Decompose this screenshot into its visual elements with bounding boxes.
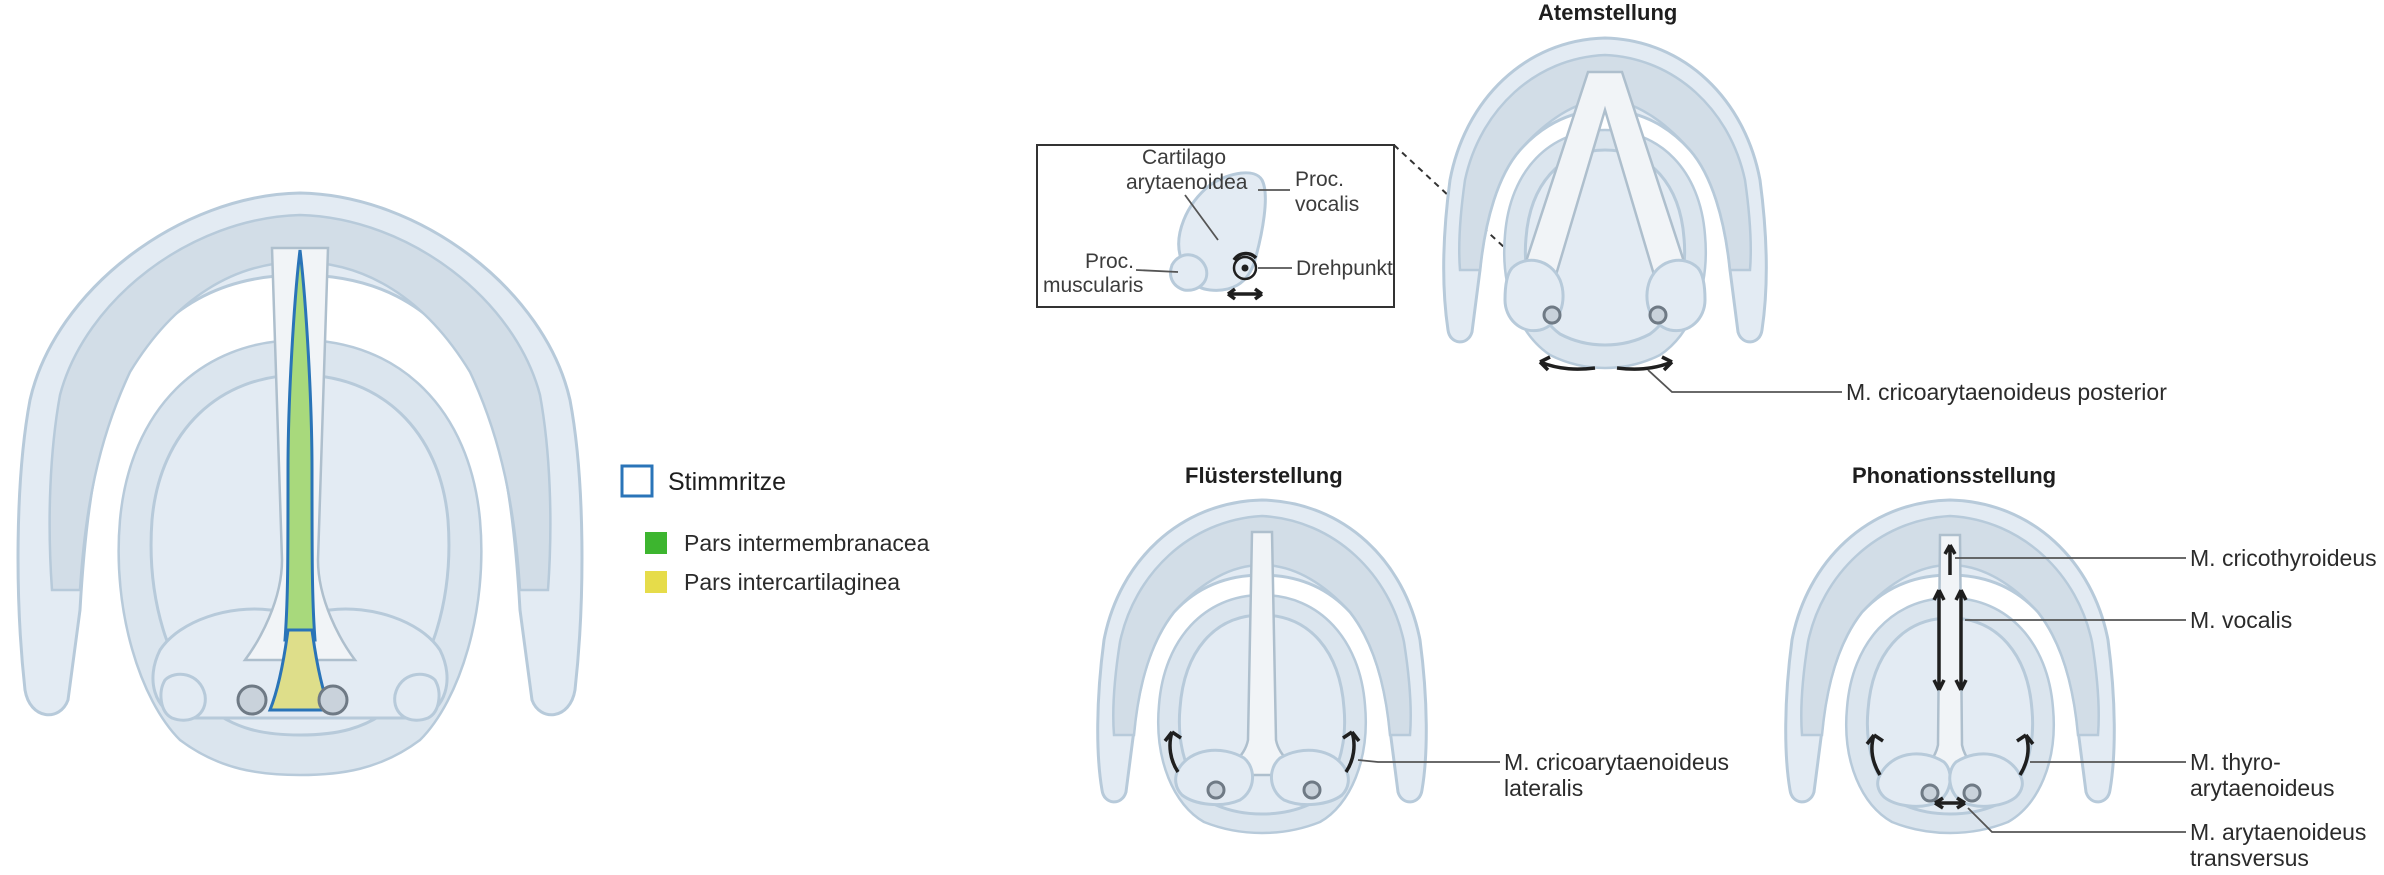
atem-left-joint xyxy=(1542,305,1562,325)
phonationsstellung-title: Phonationsstellung xyxy=(1852,463,2056,488)
inset-connector-dashed xyxy=(1393,144,1521,263)
fluester-left-arytenoid xyxy=(1174,748,1254,807)
fluesterstellung-title: Flüsterstellung xyxy=(1185,463,1343,488)
legend-intercartilaginea-swatch xyxy=(645,571,667,593)
atem-right-joint xyxy=(1648,305,1668,325)
phonation-vocalis-arrow-right xyxy=(1954,589,1968,691)
inset-rotation-arrow xyxy=(1232,251,1258,262)
phonation-thyro-arrow-right xyxy=(2016,733,2035,776)
main-larynx-illustration xyxy=(16,191,584,777)
atemstellung-title: Atemstellung xyxy=(1538,0,1677,25)
panel-fluesterstellung: Flüsterstellung M. cricoarytaenoideus la… xyxy=(1096,463,1729,835)
inset-cartilago-pointer xyxy=(1184,194,1219,241)
left-process xyxy=(159,672,207,722)
inset-cartilago-label-2: arytaenoidea xyxy=(1126,171,1248,194)
inset-double-arrow xyxy=(1226,287,1264,301)
inset-pivot-label: Drehpunkt xyxy=(1296,257,1393,280)
phonation-thyro-label-2: arytaenoideus xyxy=(2190,775,2335,801)
atem-left-arrow xyxy=(1538,355,1596,372)
inset-pivot-outer xyxy=(1232,255,1258,281)
fluester-right-arrow xyxy=(1342,730,1361,773)
legend-intermembranacea-swatch xyxy=(645,532,667,554)
fluester-right-joint xyxy=(1302,780,1322,800)
fluester-muscle-label-2: lateralis xyxy=(1504,775,1583,801)
atem-muscle-label: M. cricoarytaenoideus posterior xyxy=(1846,379,2167,405)
right-process xyxy=(393,672,441,722)
phonation-cricothyroid-arrow xyxy=(1943,544,1957,575)
legend: Stimmritze Pars intermembranacea Pars in… xyxy=(620,464,930,595)
inset-muscularis-label-1: Proc. xyxy=(1085,250,1134,273)
phonation-transversus-label-2: transversus xyxy=(2190,845,2309,871)
fluester-left-arrow xyxy=(1163,730,1182,773)
inset-proc-muscularis-shape xyxy=(1169,253,1209,292)
legend-stimmritze-label: Stimmritze xyxy=(668,468,786,496)
panel-atemstellung: Atemstellung M. cricoarytaenoideus poste… xyxy=(1442,0,2167,405)
fluester-muscle-pointer xyxy=(1357,759,1500,763)
inset-muscularis-label-2: muscularis xyxy=(1043,274,1143,297)
inset-pivot-inner xyxy=(1241,264,1249,272)
inset-cartilago-label-1: Cartilago xyxy=(1142,146,1226,169)
phonation-cricothyroid-label: M. cricothyroideus xyxy=(2190,545,2377,571)
panel-phonationsstellung: Phonationsstellung M. cricothyroideus M.… xyxy=(1784,463,2377,871)
left-cricoarytenoid-joint xyxy=(236,684,268,716)
inset-vocalis-label-2: vocalis xyxy=(1295,193,1359,216)
fluester-left-joint xyxy=(1206,780,1226,800)
phonation-vocalis-arrow-left xyxy=(1932,589,1946,691)
phonation-vocalis-label: M. vocalis xyxy=(2190,607,2292,633)
fluester-right-arytenoid xyxy=(1270,748,1350,807)
phonation-left-joint xyxy=(1920,783,1940,803)
arytenoid-inset: Cartilago arytaenoidea Proc. vocalis Pro… xyxy=(1036,144,1521,308)
legend-intercartilaginea-label: Pars intercartilaginea xyxy=(684,569,900,595)
phonation-right-joint xyxy=(1962,783,1982,803)
phonation-transversus-label-1: M. arytaenoideus xyxy=(2190,819,2366,845)
inset-vocalis-label-1: Proc. xyxy=(1295,168,1344,191)
phonation-transversus-pointer xyxy=(1967,807,2186,833)
atem-muscle-pointer xyxy=(1647,369,1842,393)
right-cricoarytenoid-joint xyxy=(317,684,349,716)
fluester-muscle-label-1: M. cricoarytaenoideus xyxy=(1504,749,1729,775)
phonation-thyro-arrow-left xyxy=(1865,733,1884,776)
atem-right-arrow xyxy=(1616,355,1674,372)
phonation-transversus-arrow xyxy=(1934,796,1966,810)
phonation-thyro-label-1: M. thyro- xyxy=(2190,749,2281,775)
inset-muscularis-pointer xyxy=(1135,269,1179,273)
legend-stimmritze-swatch xyxy=(620,464,654,498)
legend-intermembranacea-label: Pars intermembranacea xyxy=(684,530,930,556)
